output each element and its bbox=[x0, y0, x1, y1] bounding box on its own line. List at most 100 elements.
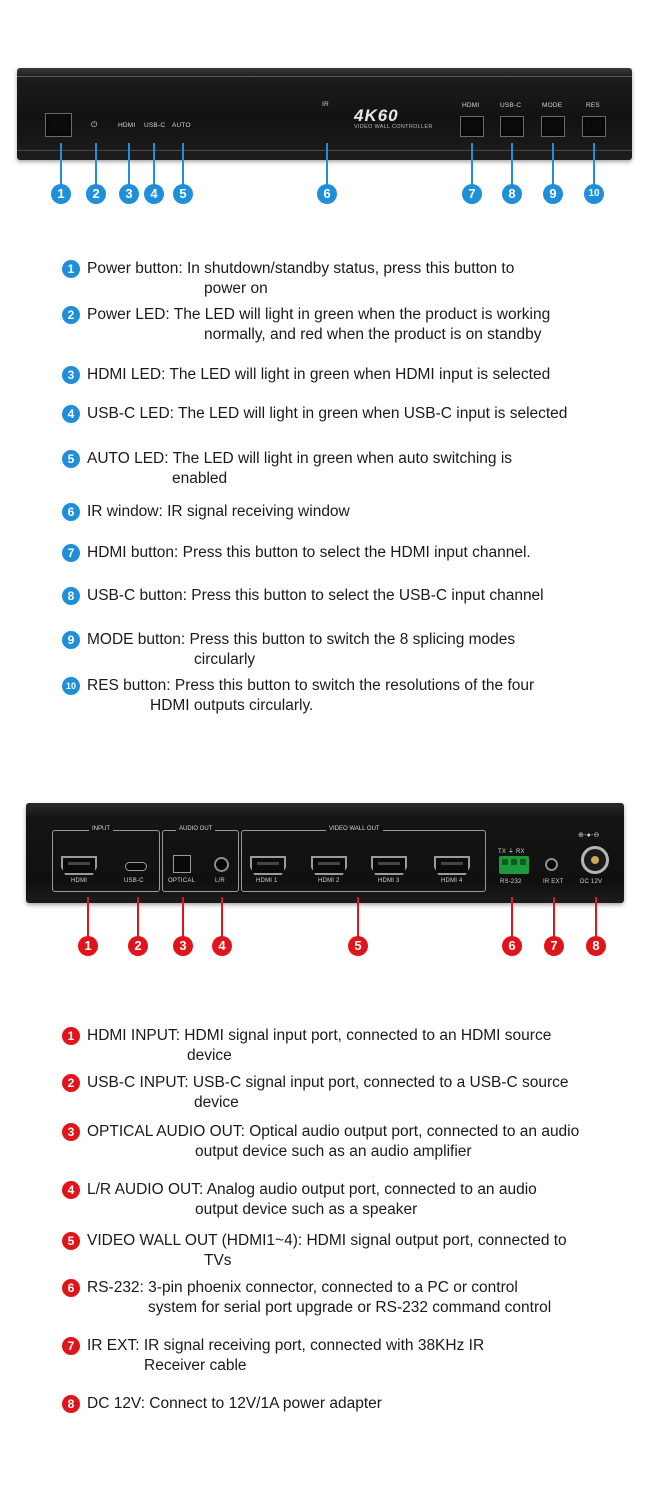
list-item: 3 OPTICAL AUDIO OUT: Optical audio outpu… bbox=[62, 1122, 579, 1162]
callout-badge: 3 bbox=[173, 936, 193, 956]
dc-port-label: DC 12V bbox=[580, 879, 603, 885]
callout-badge: 9 bbox=[543, 184, 563, 204]
list-badge: 1 bbox=[62, 1027, 80, 1045]
callout-badge: 7 bbox=[544, 936, 564, 956]
input-group-title: INPUT bbox=[89, 826, 113, 832]
callout-badge: 3 bbox=[119, 184, 139, 204]
list-badge: 3 bbox=[62, 1123, 80, 1141]
list-item: 2 USB-C INPUT: USB-C signal input port, … bbox=[62, 1073, 569, 1113]
usbc-port-label: USB-C bbox=[124, 878, 144, 884]
hdmi-port-label: HDMI bbox=[71, 878, 88, 884]
list-item: 5 AUTO LED: The LED will light in green … bbox=[62, 449, 512, 489]
callout-line bbox=[326, 143, 328, 185]
callout-line bbox=[221, 897, 223, 937]
list-item: 2 Power LED: The LED will light in green… bbox=[62, 305, 550, 345]
callout-badge: 1 bbox=[51, 184, 71, 204]
rs232-pin-label: TX ⏚ RX bbox=[498, 849, 525, 855]
usbc-button-image bbox=[500, 116, 524, 137]
list-item: 6 IR window: IR signal receiving window bbox=[62, 502, 350, 522]
audio-group-title: AUDIO OUT bbox=[176, 826, 216, 832]
rs232-phoenix-connector bbox=[499, 856, 529, 874]
usbc-input-port bbox=[125, 862, 147, 871]
list-item: 3 HDMI LED: The LED will light in green … bbox=[62, 365, 550, 385]
list-badge: 1 bbox=[62, 260, 80, 278]
list-badge: 2 bbox=[62, 1074, 80, 1092]
rs232-port-label: RS-232 bbox=[500, 879, 522, 885]
hdmi2-port-label: HDMI 2 bbox=[318, 878, 340, 884]
list-badge: 7 bbox=[62, 544, 80, 562]
res-button-label: RES bbox=[586, 102, 600, 109]
lr-port-label: L/R bbox=[215, 878, 225, 884]
dc-power-port bbox=[581, 846, 609, 874]
callout-badge: 5 bbox=[348, 936, 368, 956]
hdmi-input-port bbox=[61, 856, 97, 875]
list-badge: 4 bbox=[62, 1181, 80, 1199]
list-item: 1 HDMI INPUT: HDMI signal input port, co… bbox=[62, 1026, 551, 1066]
list-badge: 8 bbox=[62, 1395, 80, 1413]
callout-line bbox=[595, 897, 597, 937]
mode-button-image bbox=[541, 116, 565, 137]
usbc-button-label: USB-C bbox=[500, 102, 522, 109]
callout-line bbox=[87, 897, 89, 937]
callout-line bbox=[511, 897, 513, 937]
hdmi-button-image bbox=[460, 116, 484, 137]
callout-line bbox=[552, 143, 554, 185]
list-badge: 4 bbox=[62, 405, 80, 423]
usbc-led-label: USB-C bbox=[144, 122, 166, 129]
product-logo: 4K60 bbox=[354, 106, 399, 125]
list-badge: 8 bbox=[62, 587, 80, 605]
callout-line bbox=[553, 897, 555, 937]
hdmi-output-port bbox=[250, 856, 286, 875]
hdmi-output-port bbox=[371, 856, 407, 875]
hdmi1-port-label: HDMI 1 bbox=[256, 878, 278, 884]
list-badge: 2 bbox=[62, 306, 80, 324]
list-badge: 5 bbox=[62, 1232, 80, 1250]
list-item: 7 IR EXT: IR signal receiving port, conn… bbox=[62, 1336, 484, 1376]
callout-badge: 6 bbox=[502, 936, 522, 956]
list-item: 8 DC 12V: Connect to 12V/1A power adapte… bbox=[62, 1394, 382, 1414]
list-badge: 10 bbox=[62, 677, 80, 695]
ir-ext-port-label: IR EXT bbox=[543, 879, 564, 885]
power-icon: ⏻ bbox=[91, 120, 98, 129]
dc-polarity-symbol: ⊕-●-⊖ bbox=[578, 832, 600, 839]
callout-line bbox=[511, 143, 513, 185]
power-button-image bbox=[45, 113, 72, 137]
list-item: 1 Power button: In shutdown/standby stat… bbox=[62, 259, 514, 299]
list-badge: 3 bbox=[62, 366, 80, 384]
list-item: 4 USB-C LED: The LED will light in green… bbox=[62, 404, 567, 424]
front-panel-image bbox=[17, 68, 632, 160]
list-item: 8 USB-C button: Press this button to sel… bbox=[62, 586, 544, 606]
ir-window-label: IR bbox=[322, 101, 329, 108]
hdmi4-port-label: HDMI 4 bbox=[441, 878, 463, 884]
optical-port-label: OPTICAL bbox=[168, 878, 196, 884]
hdmi-led-label: HDMI bbox=[118, 122, 136, 129]
list-badge: 7 bbox=[62, 1337, 80, 1355]
optical-port bbox=[173, 855, 191, 873]
callout-line bbox=[357, 897, 359, 937]
hdmi-output-port bbox=[311, 856, 347, 875]
callout-badge: 1 bbox=[78, 936, 98, 956]
rear-panel-image bbox=[26, 803, 624, 903]
callout-badge: 8 bbox=[586, 936, 606, 956]
callout-badge: 4 bbox=[144, 184, 164, 204]
callout-line bbox=[182, 143, 184, 185]
callout-line bbox=[182, 897, 184, 937]
list-item: 4 L/R AUDIO OUT: Analog audio output por… bbox=[62, 1180, 537, 1220]
res-button-image bbox=[582, 116, 606, 137]
callout-badge: 6 bbox=[317, 184, 337, 204]
callout-badge: 2 bbox=[86, 184, 106, 204]
list-badge: 6 bbox=[62, 503, 80, 521]
list-badge: 6 bbox=[62, 1279, 80, 1297]
hdmi3-port-label: HDMI 3 bbox=[378, 878, 400, 884]
list-item: 7 HDMI button: Press this button to sele… bbox=[62, 543, 531, 563]
callout-badge: 2 bbox=[128, 936, 148, 956]
callout-badge: 5 bbox=[173, 184, 193, 204]
list-badge: 9 bbox=[62, 631, 80, 649]
callout-line bbox=[95, 143, 97, 185]
hdmi-button-label: HDMI bbox=[462, 102, 480, 109]
callout-badge: 10 bbox=[584, 184, 604, 204]
callout-line bbox=[593, 143, 595, 185]
callout-line bbox=[153, 143, 155, 185]
auto-led-label: AUTO bbox=[172, 122, 191, 129]
callout-badge: 8 bbox=[502, 184, 522, 204]
